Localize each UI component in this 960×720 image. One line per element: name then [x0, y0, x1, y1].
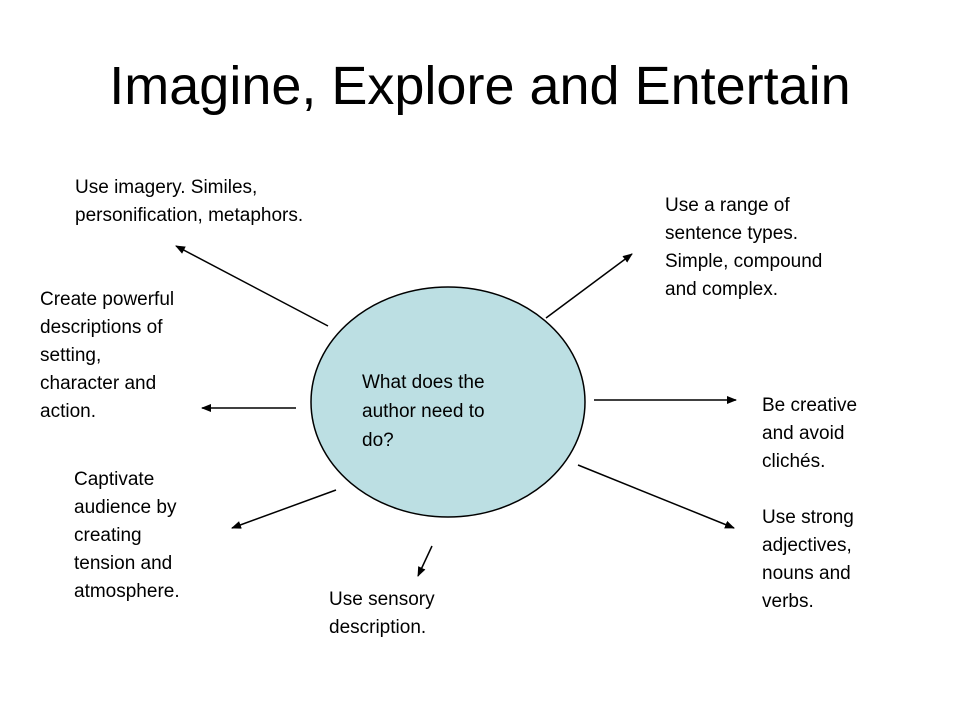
branch-label-sentence-types: Use a range of sentence types. Simple, c…	[665, 195, 823, 300]
arrow-to-sensory	[417, 545, 433, 577]
arrow-to-strong-words	[577, 464, 735, 529]
arrow-to-captivate	[231, 489, 337, 529]
branch-label-imagery: Use imagery. Similes, personification, m…	[75, 177, 304, 226]
branch-label-captivate: Captivate audience by creating tension a…	[74, 469, 180, 602]
branch-label-creative: Be creative and avoid clichés.	[762, 395, 858, 472]
branch-label-strong-words: Use strong adjectives, nouns and verbs.	[762, 507, 854, 612]
arrow-to-imagery	[175, 245, 329, 327]
branch-label-descriptions: Create powerful descriptions of setting,…	[40, 289, 175, 422]
arrow-to-sentence-types	[545, 253, 633, 319]
center-question: What does the author need to do?	[362, 372, 485, 451]
slide-title: Imagine, Explore and Entertain	[109, 56, 851, 116]
branch-label-sensory: Use sensory description.	[329, 589, 435, 638]
center-circle	[310, 286, 586, 518]
